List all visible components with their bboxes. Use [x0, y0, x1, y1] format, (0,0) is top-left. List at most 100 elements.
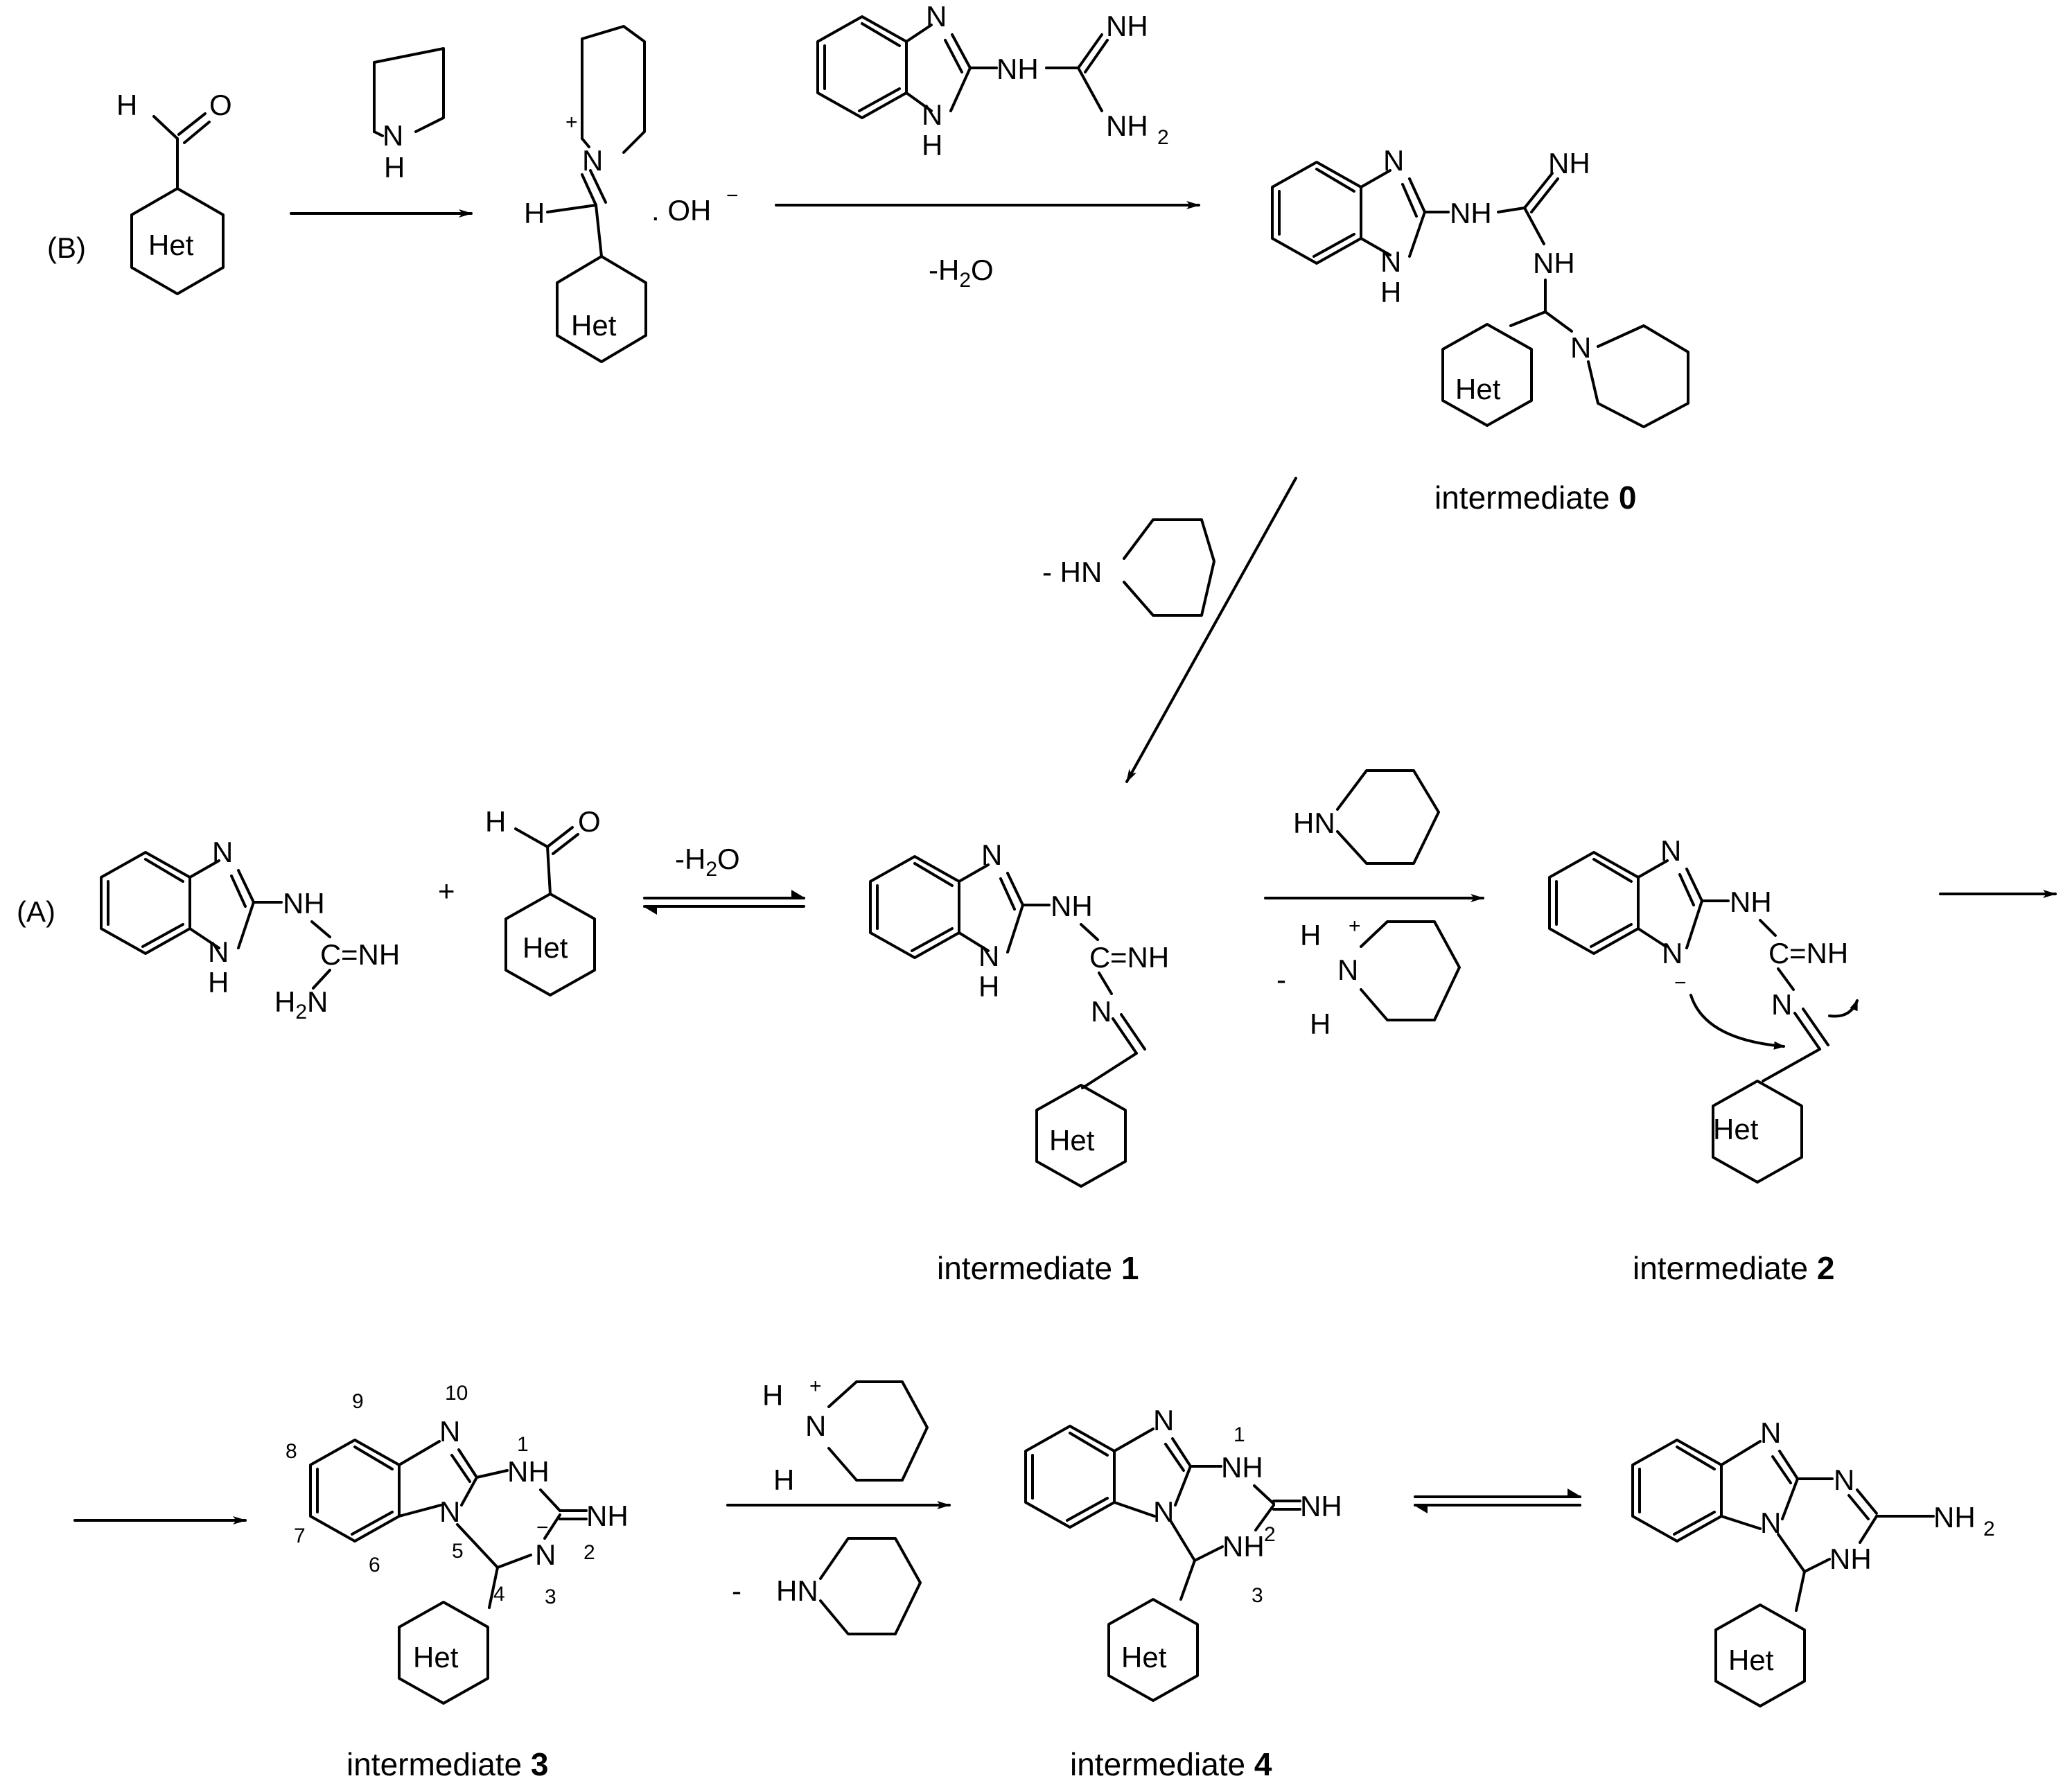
caption-intermediate-2: intermediate 2 — [1633, 1250, 1835, 1286]
het-label: Het — [148, 229, 194, 261]
atom-h: H — [524, 197, 545, 229]
atom-n: N — [1771, 988, 1792, 1021]
iminium-salt: N + H Het . OH − — [524, 25, 739, 363]
caption-intermediate-1: intermediate 1 — [937, 1250, 1139, 1286]
position-3: 3 — [1252, 1584, 1263, 1607]
atom-n-minus: N — [535, 1538, 556, 1571]
route-b: (B) H O Het N H N + — [47, 0, 1689, 783]
hydroxide: . OH — [651, 194, 711, 227]
route-a: (A) N N H NH C =NH H2N + — [17, 769, 2057, 1286]
atom-nh: NH — [1548, 147, 1590, 179]
intermediate-2-structure: N N − NH C =NH N Het — [1548, 834, 1859, 1184]
caption-intermediate-0: intermediate 0 — [1434, 480, 1637, 516]
position-8: 8 — [286, 1440, 297, 1463]
position-1: 1 — [517, 1433, 529, 1456]
caption-intermediate-4: intermediate 4 — [1070, 1746, 1272, 1782]
position-1: 1 — [1233, 1423, 1245, 1446]
guanidinobenzimidazole-reagent: N N H NH NH NH 2 — [816, 0, 1169, 161]
atom-n: N — [1091, 995, 1112, 1028]
atom-o: O — [578, 805, 601, 838]
atom-nh: NH — [1533, 247, 1575, 279]
subscript-2: 2 — [1983, 1518, 1995, 1540]
atom-h: H — [762, 1379, 783, 1412]
position-5: 5 — [452, 1540, 464, 1563]
atom-h2n: H2N — [274, 985, 328, 1024]
het-label: Het — [1728, 1644, 1774, 1676]
atom-nh: NH — [1300, 1490, 1342, 1522]
atom-nh: NH — [1106, 10, 1148, 42]
atom-h: H — [978, 970, 999, 1003]
atom-h: H — [1310, 1008, 1331, 1040]
atom-h: H — [773, 1464, 794, 1496]
water-loss: -H2O — [929, 254, 994, 292]
atom-n: N — [1570, 331, 1591, 364]
caption-intermediate-3: intermediate 3 — [346, 1746, 549, 1782]
atom-n-plus: N — [582, 144, 603, 177]
atom-nh: NH — [1221, 1451, 1263, 1484]
atom-h: H — [1380, 276, 1401, 308]
atom-nh: NH — [1829, 1543, 1872, 1575]
atom-n: N — [1760, 1416, 1781, 1449]
position-2: 2 — [583, 1541, 595, 1564]
piperidine-loss: - HN — [1042, 518, 1215, 617]
het-label: Het — [413, 1641, 459, 1674]
minus-piperidine: - HN — [1042, 556, 1102, 588]
position-3: 3 — [545, 1585, 556, 1608]
reaction-arrow-3 — [1125, 477, 1297, 783]
minus-charge: − — [536, 1516, 549, 1539]
subscript-2: 2 — [1157, 126, 1169, 149]
plus-charge: + — [809, 1375, 822, 1398]
equilibrium-arrow-a — [643, 890, 805, 915]
electron-arrow — [1828, 999, 1859, 1018]
atom-c: C — [1089, 941, 1110, 974]
atom-n: N — [1337, 954, 1358, 986]
piperidine-reagent: N H — [373, 47, 445, 184]
atom-nh: NH — [586, 1500, 629, 1532]
position-9: 9 — [352, 1390, 364, 1413]
atom-n: N — [805, 1409, 826, 1442]
atom-n: N — [1380, 245, 1401, 278]
position-7: 7 — [294, 1525, 306, 1547]
intermediate-3-structure: N N NH NH N − Het 1 2 3 4 5 6 7 — [286, 1382, 629, 1705]
route-a-label: (A) — [17, 895, 55, 928]
atom-c: C — [320, 938, 341, 971]
intermediate-1-structure: N N H NH C =NH N Het — [869, 838, 1169, 1188]
electron-arrow — [1689, 994, 1785, 1050]
atom-n: N — [1383, 144, 1404, 177]
atom-n: N — [1660, 834, 1681, 867]
atom-nh: NH — [283, 887, 325, 920]
atom-n: N — [1834, 1464, 1854, 1496]
atom-n: N — [978, 940, 999, 972]
piperidine-base: HN — [1293, 769, 1440, 865]
atom-eq-nh: =NH — [341, 938, 400, 971]
minus-charge: − — [1674, 972, 1687, 994]
atom-h: H — [485, 805, 506, 838]
atom-h: H — [208, 966, 229, 999]
atom-nh: NH — [1222, 1530, 1265, 1563]
het-label: Het — [1455, 373, 1501, 405]
piperidinium: - H + N H — [1276, 915, 1461, 1040]
atom-eq-nh: =NH — [1110, 941, 1169, 974]
het-label: Het — [1121, 1641, 1167, 1674]
atom-n: N — [926, 0, 947, 33]
atom-nh: NH — [1450, 197, 1492, 229]
benzaldehyde-a: H O Het — [485, 805, 601, 996]
tautomer-equilibrium-arrow — [1414, 1488, 1581, 1513]
route-b-label: (B) — [47, 231, 86, 264]
minus-sign: - — [1276, 963, 1286, 996]
atom-eq-nh: =NH — [1789, 937, 1848, 969]
atom-nh: NH — [1730, 886, 1772, 918]
piperidinium-reagent: H + N H — [762, 1375, 929, 1496]
het-label: Het — [523, 931, 568, 964]
atom-n: N — [208, 935, 229, 968]
het-label: Het — [571, 309, 617, 342]
atom-h: H — [1300, 919, 1321, 951]
atom-h: H — [116, 89, 137, 121]
plus-charge: + — [565, 111, 578, 134]
plus-sign: + — [438, 875, 455, 907]
atom-c: C — [1768, 937, 1789, 969]
guanidinobenzimidazole-a: N N H NH C =NH H2N — [100, 836, 400, 1024]
plus-charge: + — [1349, 915, 1361, 938]
atom-n: N — [1153, 1404, 1174, 1437]
